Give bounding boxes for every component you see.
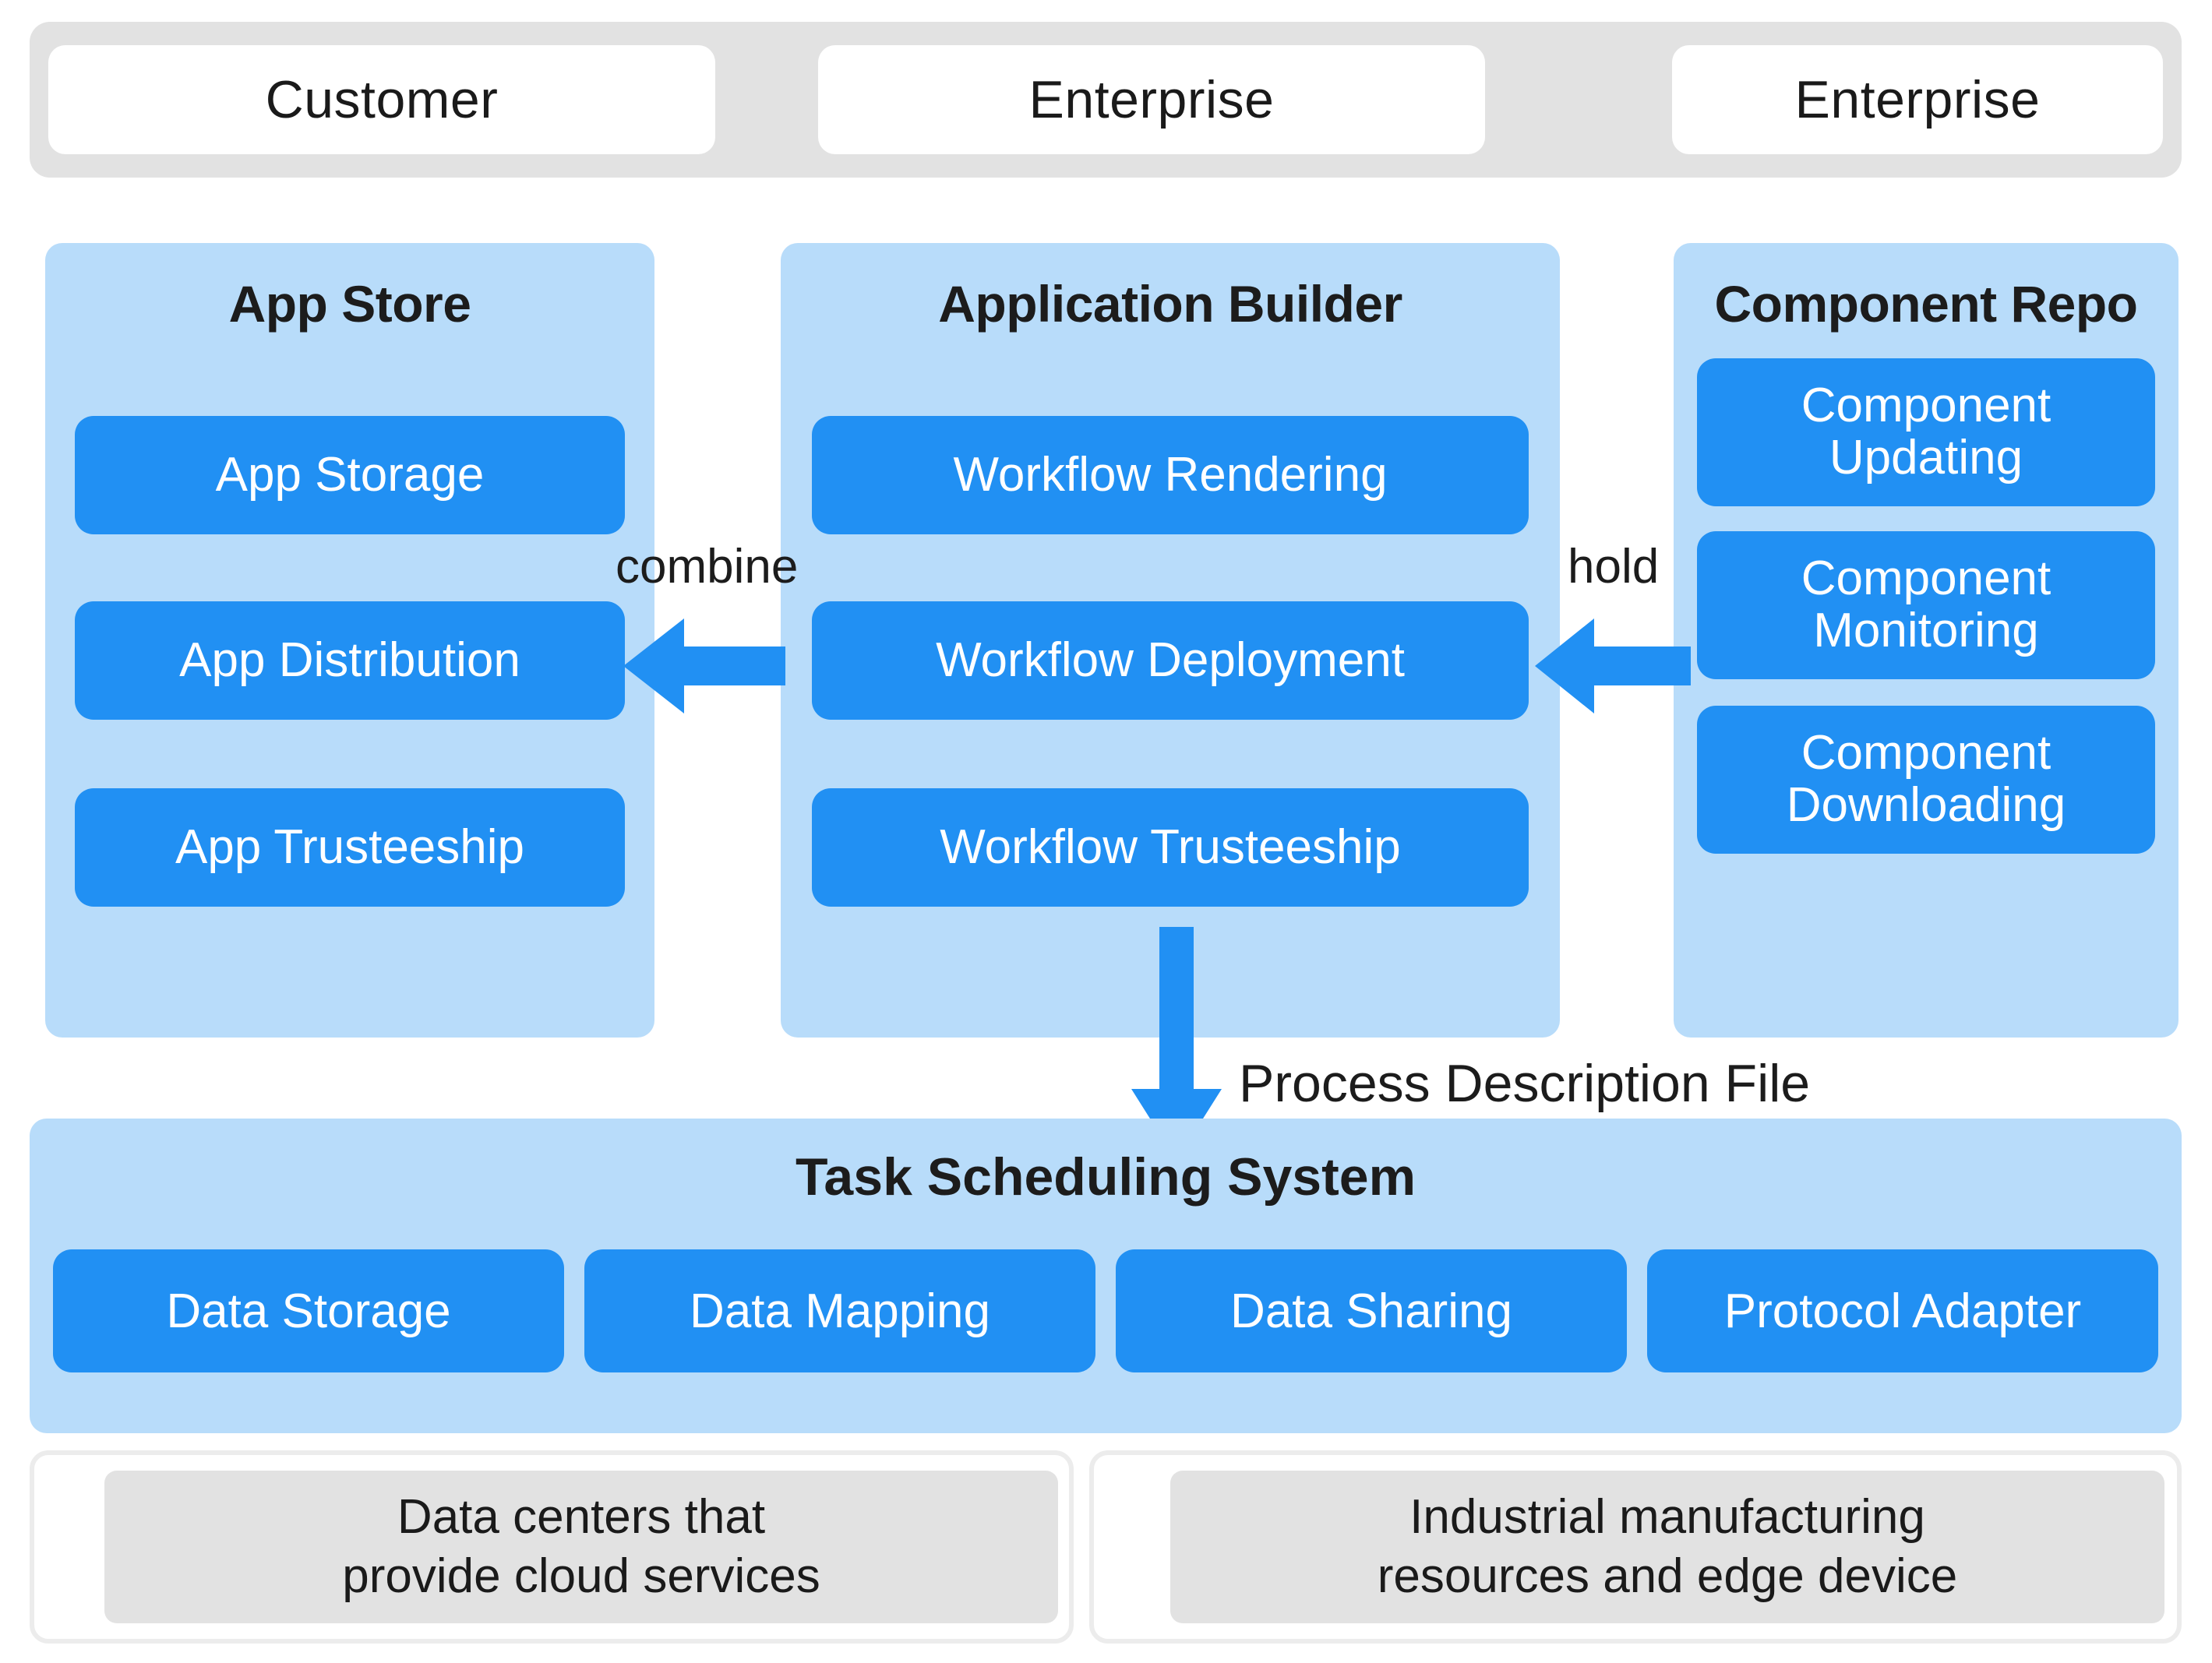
panel-component-repo: Component Repo Component Updating Compon… — [1674, 243, 2178, 1038]
chip-data-sharing: Data Sharing — [1116, 1249, 1627, 1372]
chip-label: App Trusteeship — [175, 819, 525, 874]
infra-label-line1: Data centers that — [397, 1490, 766, 1545]
actor-card-enterprise-2: Enterprise — [1672, 45, 2163, 154]
infra-label-line2: provide cloud services — [342, 1549, 820, 1603]
actor-card-enterprise-1: Enterprise — [818, 45, 1485, 154]
chip-data-storage: Data Storage — [53, 1249, 564, 1372]
panel-task-scheduling-system: Task Scheduling System Data Storage Data… — [30, 1119, 2182, 1433]
chip-label: Workflow Trusteeship — [940, 819, 1401, 874]
chip-label-line2: Updating — [1829, 431, 2023, 484]
chip-app-storage: App Storage — [75, 416, 625, 534]
actor-label: Enterprise — [1794, 70, 2041, 129]
chip-workflow-deployment: Workflow Deployment — [812, 601, 1529, 720]
chip-label: Workflow Rendering — [953, 447, 1388, 502]
chip-component-updating: Component Updating — [1697, 358, 2155, 506]
infra-label-line1: Industrial manufacturing — [1409, 1490, 1925, 1545]
chip-workflow-trusteeship: Workflow Trusteeship — [812, 788, 1529, 907]
chip-data-mapping: Data Mapping — [584, 1249, 1095, 1372]
panel-app-store: App Store App Storage App Distribution A… — [45, 243, 654, 1038]
actor-label: Customer — [265, 70, 499, 129]
chip-label: Workflow Deployment — [936, 632, 1405, 687]
chip-workflow-rendering: Workflow Rendering — [812, 416, 1529, 534]
infra-inner-box: Data centers that provide cloud services — [104, 1471, 1058, 1623]
panel-title-app-store: App Store — [228, 275, 471, 333]
chip-label-line1: Component — [1801, 551, 2051, 606]
infra-inner-box: Industrial manufacturing resources and e… — [1170, 1471, 2164, 1623]
edge-label-hold: hold — [1568, 540, 1660, 594]
chip-label-line1: Component — [1801, 726, 2051, 780]
chip-label-line2: Downloading — [1786, 778, 2066, 832]
chip-label: App Storage — [215, 447, 485, 502]
chip-label-line1: Component — [1801, 379, 2051, 433]
chip-protocol-adapter: Protocol Adapter — [1647, 1249, 2158, 1372]
chip-app-trusteeship: App Trusteeship — [75, 788, 625, 907]
panel-title-application-builder: Application Builder — [938, 275, 1402, 333]
panel-application-builder: Application Builder Workflow Rendering W… — [781, 243, 1560, 1038]
chip-label-line2: Monitoring — [1813, 604, 2039, 657]
actor-label: Enterprise — [1028, 70, 1275, 129]
panel-title-task-scheduling-system: Task Scheduling System — [795, 1147, 1416, 1207]
arrow-hold-left-icon — [1535, 615, 1691, 717]
infra-card-industrial-resources: Industrial manufacturing resources and e… — [1089, 1450, 2182, 1644]
chip-component-monitoring: Component Monitoring — [1697, 531, 2155, 679]
chip-component-downloading: Component Downloading — [1697, 706, 2155, 854]
infra-card-data-centers: Data centers that provide cloud services — [30, 1450, 1074, 1644]
chip-label: App Distribution — [179, 632, 520, 687]
chip-label: Data Sharing — [1230, 1284, 1512, 1338]
chip-label: Data Storage — [166, 1284, 451, 1338]
arrow-process-description-down-icon — [1130, 927, 1223, 1161]
chip-label: Protocol Adapter — [1723, 1284, 2082, 1338]
chip-label: Data Mapping — [689, 1284, 991, 1338]
arrow-combine-left-icon — [623, 615, 785, 717]
edge-label-process-description-file: Process Description File — [1239, 1054, 1811, 1113]
infra-label-line2: resources and edge device — [1377, 1549, 1958, 1603]
chip-app-distribution: App Distribution — [75, 601, 625, 720]
edge-label-combine: combine — [616, 540, 799, 594]
panel-title-component-repo: Component Repo — [1714, 275, 2138, 333]
actor-bar: Customer Enterprise Enterprise — [30, 22, 2182, 178]
actor-card-customer: Customer — [48, 45, 715, 154]
